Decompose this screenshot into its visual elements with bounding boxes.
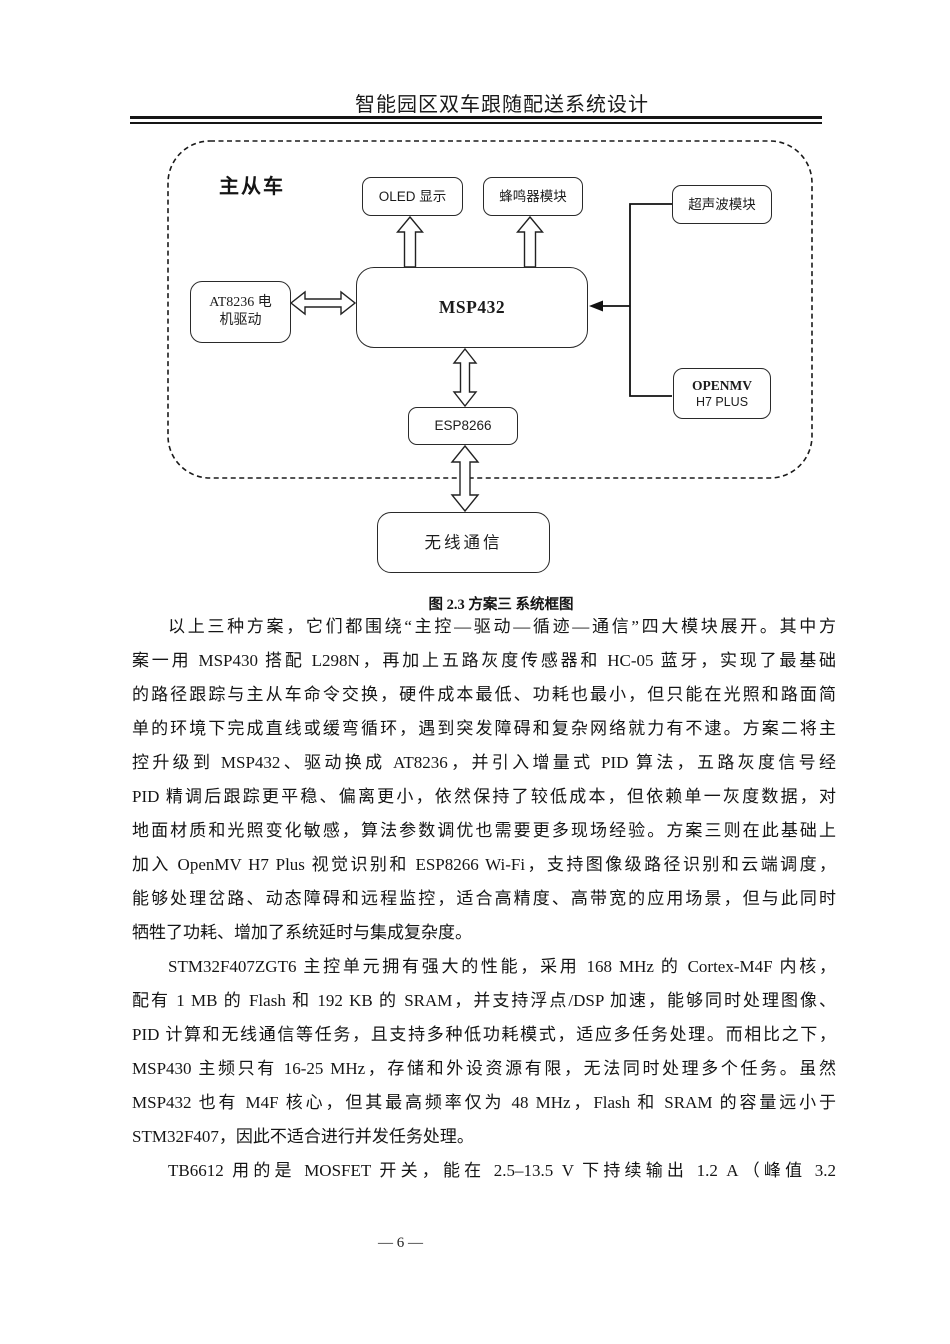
block-arrow-mcu-esp — [452, 347, 478, 408]
diagram-box-ultrasonic: 超声波模块 — [672, 185, 772, 224]
body-line: 牺牲了功耗、增加了系统延时与集成复杂度。 — [132, 923, 472, 942]
page-header-title: 智能园区双车跟随配送系统设计 — [355, 94, 649, 116]
openmv-label-line2: H7 PLUS — [695, 395, 749, 410]
body-line: 加入 OpenMV H7 Plus 视觉识别和 ESP8266 Wi-Fi，支持… — [132, 855, 836, 874]
motor-driver-label-line1: AT8236 电 — [209, 294, 272, 310]
motor-driver-label-line2: 机驱动 — [219, 313, 262, 328]
master-slave-boundary — [167, 140, 813, 479]
page-number: — 6 — — [378, 1235, 423, 1251]
body-line: TB6612 用的是 MOSFET 开关，能在 2.5–13.5 V 下持续输出… — [168, 1161, 836, 1180]
esp8266-label: ESP8266 — [434, 418, 492, 434]
sensor-bus-connector — [629, 203, 672, 397]
body-line: MSP432 也有 M4F 核心，但其最高频率仅为 48 MHz，Flash 和… — [132, 1093, 836, 1112]
system-block-diagram: 主从车 OLED 显示 蜂鸣器模块 超声波模块 AT8236 电 机驱动 MSP… — [0, 0, 950, 600]
diagram-box-motor-driver: AT8236 电 机驱动 — [190, 281, 291, 343]
diagram-canvas — [167, 140, 813, 513]
header-rule-thick — [130, 116, 822, 119]
diagram-box-wireless: 无线通信 — [377, 512, 550, 573]
diagram-box-openmv: OPENMV H7 PLUS — [673, 368, 771, 419]
oled-label: OLED 显示 — [378, 188, 447, 204]
body-line: 控升级到 MSP432、驱动换成 AT8236，并引入增量式 PID 算法，五路… — [132, 753, 836, 772]
ultrasonic-label: 超声波模块 — [688, 196, 756, 212]
body-line: 以上三种方案，它们都围绕“主控—驱动—循迹—通信”四大模块展开。其中方 — [168, 617, 836, 636]
diagram-box-oled: OLED 显示 — [362, 177, 463, 216]
block-arrow-esp-wireless — [450, 444, 480, 513]
wireless-label: 无线通信 — [424, 532, 503, 552]
body-line: STM32F407ZGT6 主控单元拥有强大的性能，采用 168 MHz 的 C… — [168, 957, 836, 976]
body-line: 地面材质和光照变化敏感，算法参数调优也需要更多现场经验。方案三则在此基础上 — [132, 821, 836, 840]
figure-caption: 图 2.3 方案三 系统框图 — [428, 597, 574, 613]
body-line: 的路径跟踪与主从车命令交换，硬件成本最低、功耗也最小，但只能在光照和路面简 — [132, 685, 836, 704]
body-line: STM32F407，因此不适合进行并发任务处理。 — [132, 1127, 474, 1146]
body-line: PID 精调后跟踪更平稳、偏离更小，依然保持了较低成本，但依赖单一灰度数据，对 — [132, 787, 836, 806]
openmv-label-line1: OPENMV — [692, 377, 752, 393]
master-slave-car-label: 主从车 — [219, 176, 285, 198]
diagram-box-esp8266: ESP8266 — [408, 407, 518, 445]
body-line: MSP430 主频只有 16-25 MHz，存储和外设资源有限，无法同时处理多个… — [132, 1059, 836, 1078]
body-line: 能够处理岔路、动态障碍和远程监控，适合高精度、高带宽的应用场景，但与此同时 — [132, 889, 836, 908]
body-line: PID 计算和无线通信等任务，且支持多种低功耗模式，适应多任务处理。而相比之下， — [132, 1025, 836, 1044]
block-arrow-up-oled — [396, 215, 424, 268]
body-line: 配有 1 MB 的 Flash 和 192 KB 的 SRAM，并支持浮点/DS… — [132, 991, 836, 1010]
diagram-box-mcu-msp432: MSP432 — [356, 267, 588, 348]
mcu-label: MSP432 — [438, 297, 506, 318]
body-line: 案一用 MSP430 搭配 L298N，再加上五路灰度传感器和 HC-05 蓝牙… — [132, 651, 836, 670]
body-text: 以上三种方案，它们都围绕“主控—驱动—循迹—通信”四大模块展开。其中方 案一用 … — [132, 610, 836, 1188]
block-arrow-up-buzzer — [516, 215, 544, 268]
diagram-box-buzzer: 蜂鸣器模块 — [483, 177, 583, 216]
body-line: 单的环境下完成直线或缓弯循环，遇到突发障碍和复杂网络就力有不逮。方案二将主 — [132, 719, 836, 738]
buzzer-label: 蜂鸣器模块 — [499, 188, 567, 204]
arrowhead-into-mcu — [589, 300, 603, 312]
header-rule-thin — [130, 122, 822, 124]
block-arrow-motor-mcu — [289, 290, 357, 316]
